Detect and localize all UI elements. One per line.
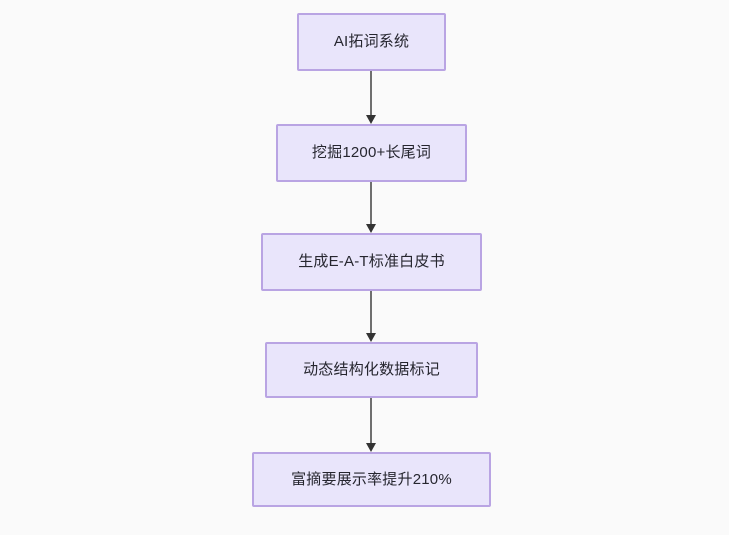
edge-line bbox=[370, 398, 372, 443]
flow-node-label: AI拓词系统 bbox=[333, 33, 410, 50]
flow-node-rich-snippet-impression-lift[interactable]: 富摘要展示率提升210% bbox=[252, 452, 491, 507]
arrowhead-icon bbox=[366, 443, 376, 452]
flow-node-mine-longtail-keywords[interactable]: 挖掘1200+长尾词 bbox=[276, 124, 467, 182]
flow-node-label: 动态结构化数据标记 bbox=[303, 361, 440, 378]
arrowhead-icon bbox=[366, 224, 376, 233]
edge-line bbox=[370, 291, 372, 333]
arrowhead-icon bbox=[366, 333, 376, 342]
flow-node-ai-keyword-system[interactable]: AI拓词系统 bbox=[297, 13, 446, 71]
flow-node-label: 生成E-A-T标准白皮书 bbox=[298, 253, 445, 270]
flow-node-label: 挖掘1200+长尾词 bbox=[311, 144, 432, 161]
flow-node-label: 富摘要展示率提升210% bbox=[291, 470, 452, 488]
edge-line bbox=[370, 71, 372, 115]
edge-line bbox=[370, 182, 372, 224]
flow-node-generate-eat-whitepaper[interactable]: 生成E-A-T标准白皮书 bbox=[261, 233, 482, 291]
flow-node-dynamic-structured-data-markup[interactable]: 动态结构化数据标记 bbox=[265, 342, 478, 398]
arrowhead-icon bbox=[366, 115, 376, 124]
